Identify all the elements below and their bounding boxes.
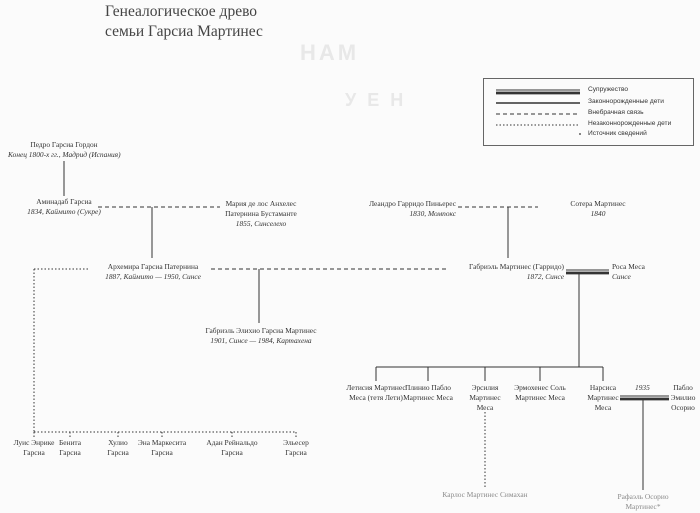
person-julio: Хулио Гарсиа	[107, 438, 129, 457]
person-leticia: Летисия Мартинес Меса (тетя Лети)	[346, 383, 406, 402]
person-sotera: Сотера Мартинес 1840	[570, 199, 626, 218]
background-watermark: НАМ	[300, 40, 360, 65]
person-benita: Бенита Гарсиа	[58, 438, 82, 457]
person-maria: Мария де лос Анхелес Патернина Бустамант…	[225, 199, 297, 228]
person-narsisa: Нарсиса Мартинес Меса	[587, 383, 619, 412]
person-aminadab: Аминадаб Гарсиа 1834, Каймито (Сукре)	[27, 197, 101, 216]
person-gabriel-eligio: Габриэль Элихио Гарсиа Мартинес 1901, Си…	[205, 326, 317, 345]
person-luis-enrique: Луис Энрике Гарсиа	[13, 438, 55, 457]
person-leandro: Леандро Гарридо Пиньерес 1830, Момпокс	[369, 199, 456, 218]
legend-legitimate: Законнорожденные дети	[588, 98, 664, 105]
legend-symbols	[496, 89, 581, 135]
person-ena: Эна Маркесита Гарсиа	[137, 438, 187, 457]
child-line	[375, 367, 604, 381]
person-pablo-emilio: Пабло Эмилио Осорио	[670, 383, 696, 412]
person-ermogenes: Эрмохенес Соль Мартинес Меса	[514, 383, 566, 402]
person-ersilia: Эрсилия Мартинес Меса	[469, 383, 501, 412]
person-eliecer: Эльесер Гарсиа	[283, 438, 309, 457]
person-carlos: Карлос Мартинес Симахан	[442, 490, 528, 499]
person-plinio-pablo: Плинио Пабло Мартинес Меса	[403, 383, 453, 402]
person-gabriel-martinez: Габриэль Мартинес (Гарридо) 1872, Синсе	[469, 262, 564, 281]
person-adan: Адан Рейнальдо Гарсиа	[206, 438, 258, 457]
legend-extramarital: Внебрачная связь	[588, 109, 644, 116]
illegitimate-line	[33, 432, 297, 437]
person-rosa: Роса Меса Синсе	[612, 262, 645, 281]
person-rafael: Рафаэль Осорио Мартинес*	[617, 492, 669, 511]
legend: Супружество Законнорожденные дети Внебра…	[483, 78, 694, 146]
person-arquemira: Архемира Гарсиа Патернина 1887, Каймито …	[105, 262, 201, 281]
background-watermark: У Е Н	[345, 90, 407, 110]
legend-illegitimate: Незаконнорожденные дети	[588, 120, 672, 127]
legend-spouses: Супружество	[588, 86, 629, 93]
diagram-title: Генеалогическое древо семьи Гарсиа Марти…	[105, 3, 263, 40]
marriage-year: 1935	[635, 383, 650, 392]
person-pedro: Педро Гарсиа Гордон Конец 1800-х гг., Ма…	[8, 140, 121, 159]
legend-sources: Источник сведений	[588, 130, 647, 137]
